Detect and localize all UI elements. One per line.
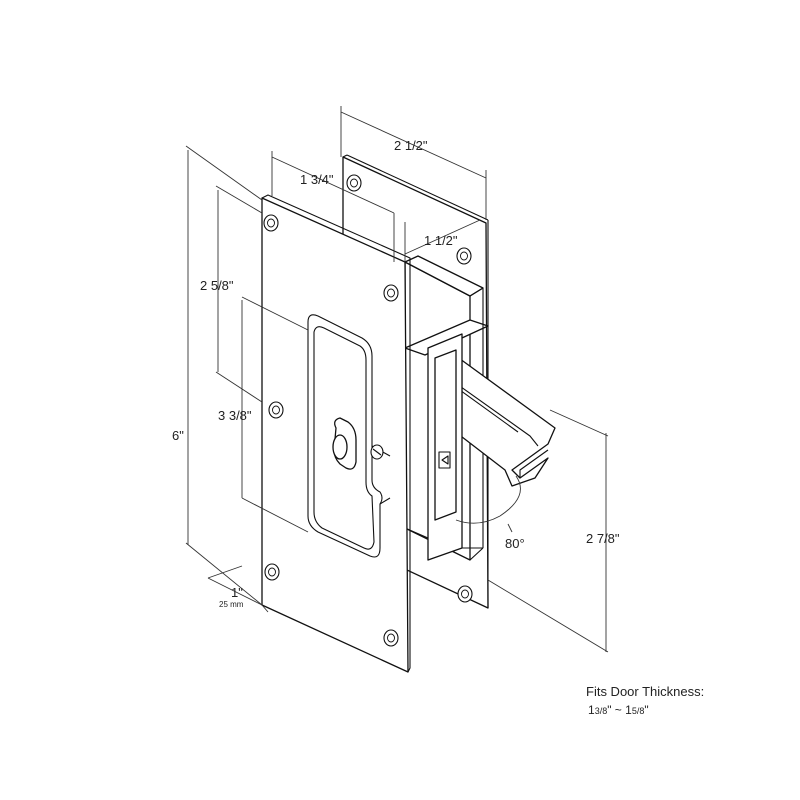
- swing-arc: [455, 475, 521, 533]
- dim-backset-mm: 25 mm: [219, 600, 244, 609]
- screw-hole: [383, 629, 399, 647]
- dim-height-total: 6": [172, 428, 184, 443]
- dim-swing-angle: 80°: [505, 536, 525, 551]
- note-title: Fits Door Thickness:: [586, 684, 704, 699]
- range-separator: " ~: [607, 703, 625, 717]
- screw-hole: [263, 214, 279, 232]
- screw-hole: [383, 284, 399, 302]
- dim-hole-spacing: 2 5/8": [200, 278, 234, 293]
- range-b-whole: 1: [625, 703, 632, 717]
- dim-width-outer: 2 1/2": [394, 138, 428, 153]
- note-range: 13/8" ~ 15/8": [588, 703, 649, 717]
- dim-cup-height: 3 3/8": [218, 408, 252, 423]
- screw-hole: [268, 401, 284, 419]
- range-end: ": [644, 703, 648, 717]
- door-thickness-note: Fits Door Thickness: 13/8" ~ 15/8": [586, 684, 704, 717]
- screw-hole: [457, 585, 473, 603]
- screw-hole: [346, 174, 362, 192]
- dimension-labels: 2 1/2" 1 3/4" 1 1/2" 2 5/8" 3 3/8" 6" 1"…: [172, 138, 620, 609]
- range-b-frac: 5/8: [632, 706, 645, 716]
- dim-backset: 1": [231, 585, 243, 600]
- range-a-frac: 3/8: [595, 706, 608, 716]
- dimension-lines: [185, 106, 609, 653]
- screw-hole: [264, 563, 280, 581]
- latch-edge-plate: [404, 333, 483, 561]
- screw-holes: [263, 174, 473, 647]
- thumb-turn[interactable]: [332, 417, 384, 470]
- dim-width-inner: 1 1/2": [424, 233, 458, 248]
- screw-hole: [456, 247, 472, 265]
- dim-width-middle: 1 3/4": [300, 172, 334, 187]
- dim-latch-height: 2 7/8": [586, 531, 620, 546]
- range-a-whole: 1: [588, 703, 595, 717]
